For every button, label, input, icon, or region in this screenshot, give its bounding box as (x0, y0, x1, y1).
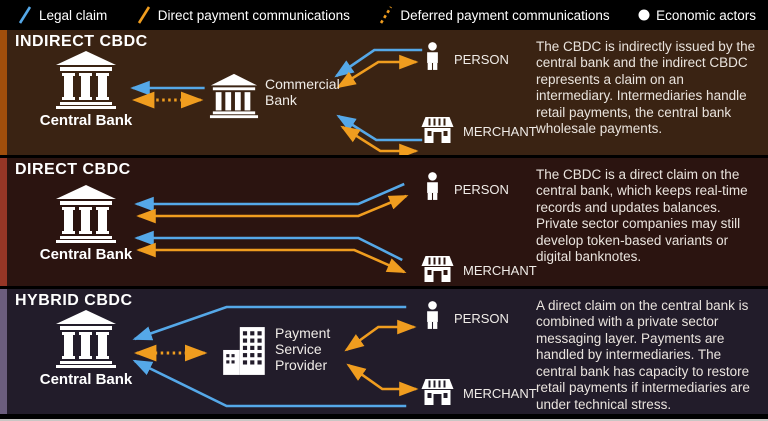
direct-payment-arrow-person (136, 194, 409, 224)
commercial-bank-icon (209, 72, 259, 125)
panel-hybrid-cbdc: HYBRID CBDC (0, 289, 768, 414)
economic-actors-dot-icon (638, 9, 650, 21)
merchant-icon (419, 377, 456, 412)
hybrid-arrows (132, 305, 419, 408)
legend-bar: Legal claim Direct payment communication… (0, 0, 768, 30)
panel-accent-strip (0, 30, 7, 155)
panel-title: DIRECT CBDC (15, 161, 131, 178)
merchant-label: MERCHANT (463, 386, 537, 401)
direct-payment-line-icon (137, 6, 150, 24)
central-bank-label: Central Bank (39, 112, 133, 129)
bottom-edge-strip (0, 419, 768, 421)
central-bank-icon (53, 185, 119, 248)
legend-item-economic-actors: Economic actors (637, 8, 756, 23)
person-icon (425, 172, 440, 205)
direct-payment-arrow-merchant (136, 242, 407, 274)
hybrid-diagram: HYBRID CBDC (7, 289, 537, 414)
direct-payment-arrow-person (336, 54, 419, 89)
direct-payment-arrow-merchant (340, 125, 419, 155)
panel-description: The CBDC is a direct claim on the centra… (536, 167, 748, 265)
indirect-diagram: INDIRECT CBDC (7, 30, 537, 155)
payment-service-provider-label: Payment Service Provider (275, 325, 331, 374)
person-icon (425, 42, 440, 75)
direct-payment-arrow-person (344, 319, 417, 352)
legal-claim-arrow-person (134, 182, 405, 212)
panel-accent-strip (0, 289, 7, 414)
panel-title: INDIRECT CBDC (15, 33, 148, 50)
merchant-icon (419, 254, 456, 289)
direct-arrows (134, 182, 409, 274)
legend-item-deferred-payment: Deferred payment communications (377, 4, 610, 26)
commercial-bank-label: Commercial Bank (265, 76, 340, 109)
panel-title: HYBRID CBDC (15, 292, 133, 309)
legend-label: Legal claim (39, 7, 108, 23)
person-label: PERSON (454, 311, 509, 326)
person-icon (425, 301, 440, 334)
panel-description: The CBDC is indirectly issued by the cen… (536, 39, 756, 137)
legend-label: Deferred payment communications (400, 7, 610, 23)
legal-claim-arrow-merchant (336, 114, 423, 142)
panel-description: A direct claim on the central bank is co… (536, 298, 750, 412)
person-label: PERSON (454, 52, 509, 67)
panel-indirect-cbdc: INDIRECT CBDC (0, 30, 768, 155)
central-bank-icon (53, 310, 119, 373)
legal-claim-arrow-merchant (132, 359, 407, 408)
legal-claim-line-icon (18, 6, 32, 24)
legend-label: Direct payment communications (157, 7, 350, 23)
indirect-arrows (130, 48, 423, 155)
legal-claim-arrow-person (132, 305, 407, 341)
panel-accent-strip (0, 158, 7, 286)
central-bank-label: Central Bank (39, 371, 133, 388)
direct-diagram: DIRECT CBDC (7, 158, 537, 289)
legend-label: Economic actors (656, 7, 756, 23)
legend-item-direct-payment: Direct payment communications (135, 4, 350, 26)
merchant-icon (419, 115, 456, 150)
merchant-label: MERCHANT (463, 263, 537, 278)
central-bank-icon (53, 51, 119, 114)
merchant-label: MERCHANT (463, 124, 537, 139)
panel-direct-cbdc: DIRECT CBDC (0, 158, 768, 286)
payment-service-provider-icon (221, 325, 269, 382)
deferred-payment-dashed-line-icon (380, 6, 393, 24)
direct-payment-arrow-merchant (346, 363, 419, 397)
legend-item-legal-claim: Legal claim (16, 4, 107, 26)
person-label: PERSON (454, 182, 509, 197)
central-bank-label: Central Bank (39, 246, 133, 263)
